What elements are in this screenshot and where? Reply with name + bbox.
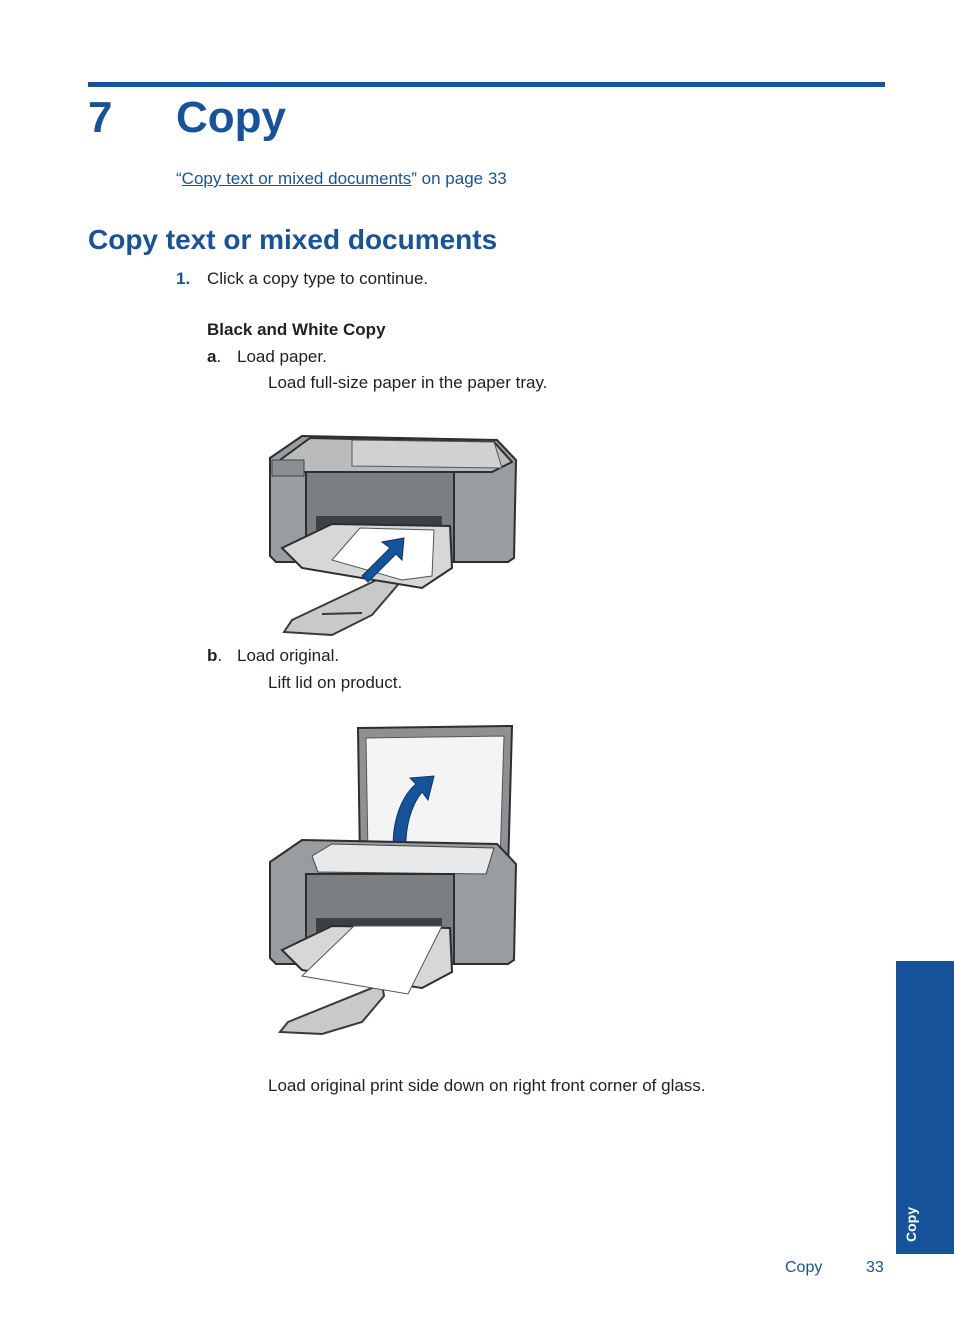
footer-section-name: Copy <box>785 1259 823 1276</box>
chapter-side-tab <box>896 961 954 1254</box>
chapter-rule <box>88 82 885 87</box>
item-b-text: Load original. <box>237 646 340 665</box>
side-tab-label: Copy <box>903 1207 919 1243</box>
toc-open-quote: “ <box>176 169 182 188</box>
item-a-text: Load paper. <box>237 347 327 366</box>
item-a-detail: Load full-size paper in the paper tray. <box>268 373 548 392</box>
item-a-letter: a. <box>207 347 222 366</box>
step-number: 1. <box>176 269 191 288</box>
load-paper-illustration <box>269 434 518 637</box>
step-text: Click a copy type to continue. <box>207 269 429 288</box>
item-b-letter: b. <box>207 646 223 665</box>
closing-instruction: Load original print side down on right f… <box>268 1076 706 1095</box>
chapter-number: 7 <box>88 93 113 142</box>
section-title: Copy text or mixed documents <box>88 224 498 255</box>
toc-link[interactable]: Copy text or mixed documents <box>181 169 412 188</box>
item-b-detail: Lift lid on product. <box>268 673 403 692</box>
lift-lid-illustration <box>269 724 518 1036</box>
footer-page-number: 33 <box>866 1259 884 1276</box>
chapter-title: Copy <box>176 93 286 142</box>
toc-entry: “Copy text or mixed documents” on page 3… <box>176 169 507 189</box>
copy-type-heading: Black and White Copy <box>207 320 386 339</box>
toc-suffix: ” on page 33 <box>411 169 507 188</box>
